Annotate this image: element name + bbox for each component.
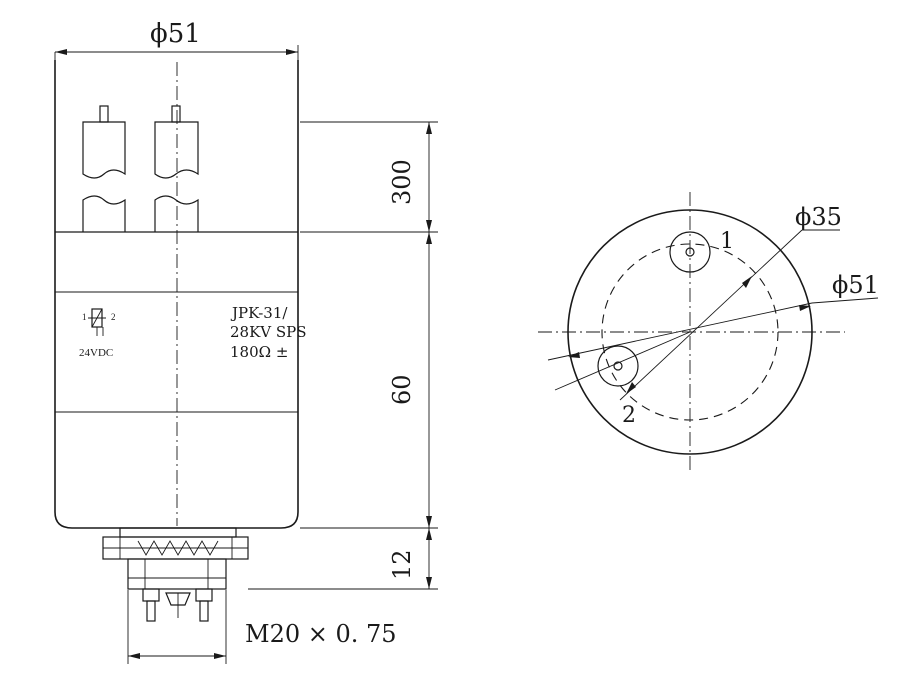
- coil-pin-right: 2: [111, 312, 116, 322]
- model-number: JPK-31/: [230, 304, 288, 322]
- coil-pin-left: 1: [82, 312, 87, 322]
- mid-height-label: 60: [388, 374, 416, 405]
- coil-voltage: 24VDC: [79, 347, 113, 359]
- resistance-text: 180Ω ±: [230, 343, 288, 361]
- outer-diameter-dimension: ϕ51: [547, 271, 879, 391]
- thread-dimension: M20 × 0. 75: [127, 590, 397, 664]
- top-height-label: 300: [388, 159, 416, 205]
- rating-text: 28KV SPS: [230, 323, 307, 341]
- side-view: ϕ51: [54, 19, 438, 664]
- thread-spec: M20 × 0. 75: [245, 620, 397, 648]
- inner-diameter-dimension: ϕ35: [619, 203, 842, 401]
- body-diameter-label: ϕ51: [150, 19, 201, 49]
- height-dimensions: 300 60 12: [248, 121, 438, 590]
- top-view: 1 2 ϕ35 ϕ51: [538, 192, 879, 474]
- relay-body: [54, 60, 299, 529]
- terminal-1-hole: 1: [669, 229, 734, 273]
- terminal-2-label: 2: [622, 403, 636, 428]
- coil-symbol-icon: [88, 308, 106, 336]
- inner-diameter-label: ϕ35: [795, 203, 842, 231]
- base-height-label: 12: [388, 549, 416, 580]
- terminal-1-label: 1: [720, 229, 734, 254]
- base-nut: [102, 527, 249, 560]
- terminal-2-hole: 2: [597, 345, 639, 428]
- threaded-stem: [127, 558, 227, 590]
- outer-diameter-label: ϕ51: [832, 271, 879, 299]
- internal-contacts: [82, 105, 199, 232]
- nameplate: 1 2 24VDC JPK-31/ 28KV SPS 180Ω ±: [79, 304, 307, 361]
- terminal-pins: [142, 588, 213, 622]
- diameter-dimension-top: ϕ51: [54, 19, 299, 60]
